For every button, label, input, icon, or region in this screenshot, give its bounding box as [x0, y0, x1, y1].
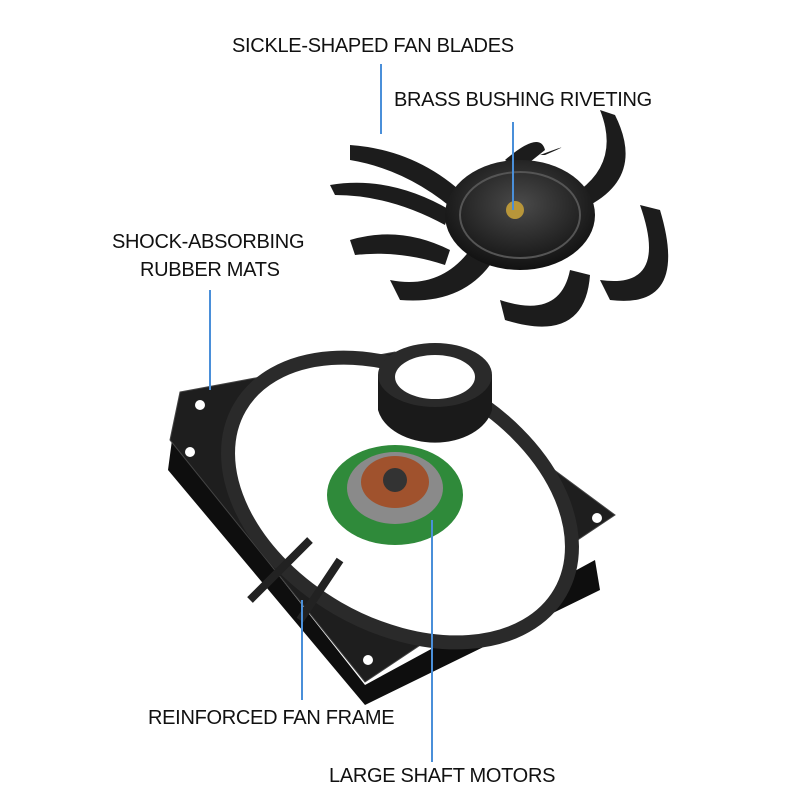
brass-bushing [506, 201, 524, 219]
motor [327, 445, 463, 545]
label-rubber-mats-line2: RUBBER MATS [140, 259, 280, 281]
screw-hole [363, 655, 373, 665]
impeller [330, 110, 669, 327]
label-sickle-blades: SICKLE-SHAPED FAN BLADES [232, 35, 514, 57]
label-rubber-mats-line1: SHOCK-ABSORBING [112, 231, 305, 253]
callout-line-motor [431, 520, 433, 762]
callout-line-blades [380, 64, 382, 134]
screw-hole [592, 513, 602, 523]
bearing-cylinder [378, 343, 492, 443]
screw-hole [195, 400, 205, 410]
label-fan-frame: REINFORCED FAN FRAME [148, 707, 395, 729]
screw-hole [185, 447, 195, 457]
callout-line-frame [301, 600, 303, 700]
callout-line-bushing [512, 122, 514, 210]
label-shaft-motor: LARGE SHAFT MOTORS [329, 765, 556, 787]
callout-line-mats [209, 290, 211, 390]
label-brass-bushing: BRASS BUSHING RIVETING [394, 89, 652, 111]
